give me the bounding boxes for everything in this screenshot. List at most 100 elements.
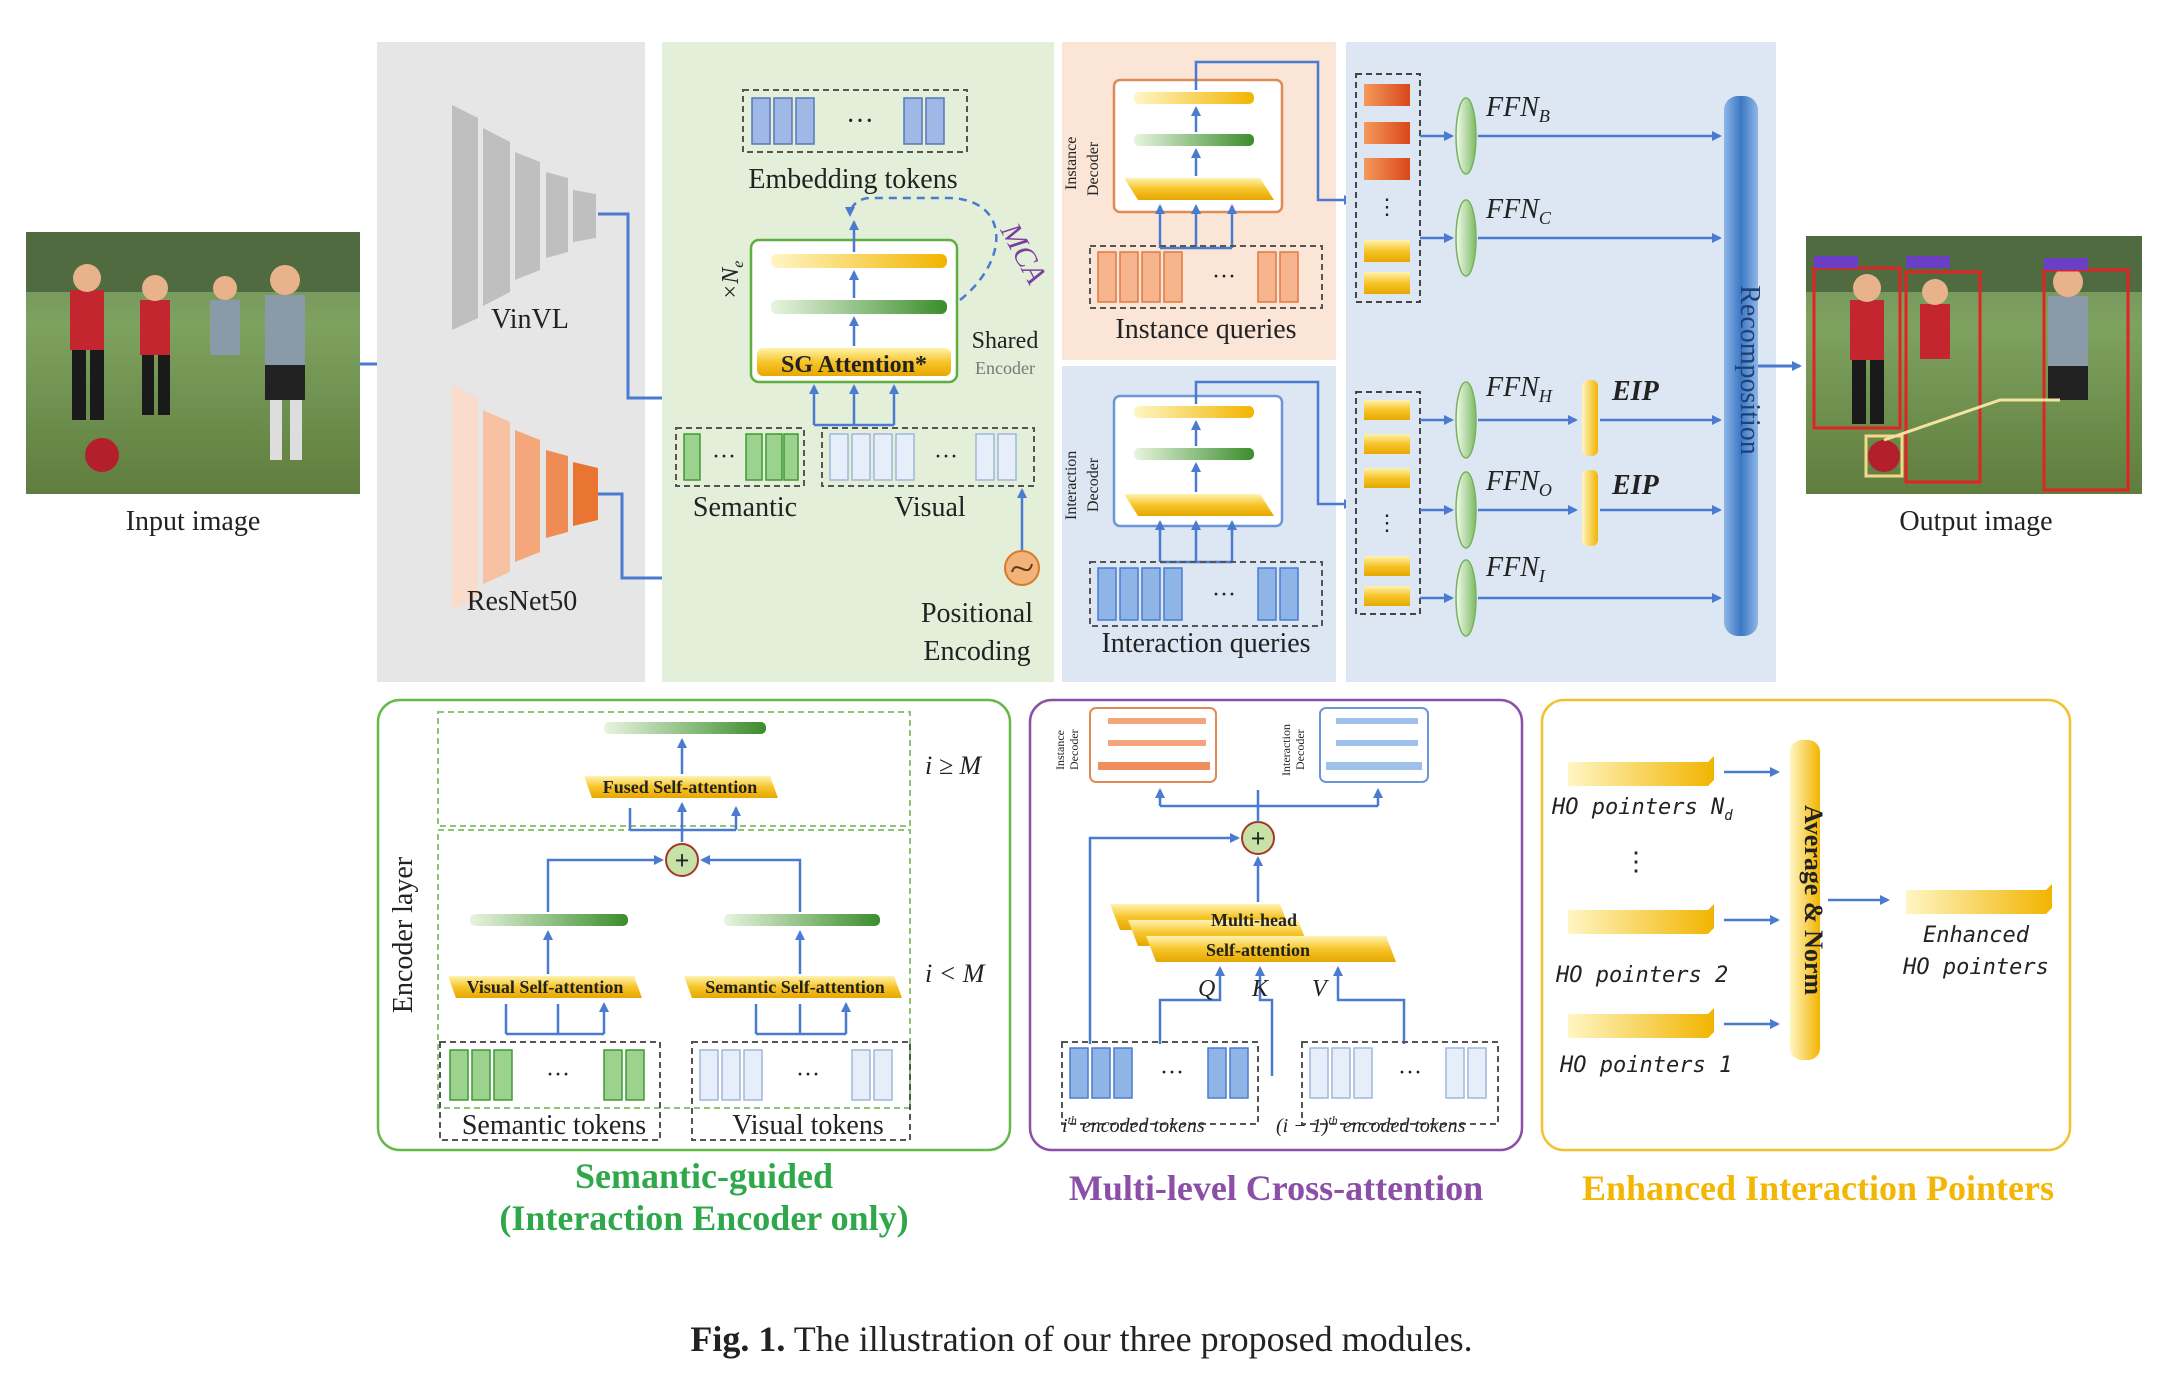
sg-visual-dots: ··· — [796, 1062, 820, 1088]
inst-attn-bar — [1124, 178, 1274, 200]
interaction-decoder-vlabel-1: Interaction — [1063, 451, 1080, 520]
semantic-panel-arrows — [504, 738, 846, 1036]
sg-semantic-tokens-box — [439, 1041, 661, 1141]
mca-interaction-vlabel-1: Interaction — [1279, 724, 1293, 776]
interaction-query-cubes — [1097, 567, 1299, 621]
instance-output-vdots: ⋮ — [1376, 194, 1398, 219]
fused-layer-box — [437, 711, 911, 827]
mca-i-tokens-label: ith encoded tokens — [1062, 1113, 1205, 1137]
sg-semantic-dots: ··· — [546, 1062, 570, 1088]
interaction-queries-label: Interaction queries — [1101, 628, 1310, 659]
eip-bar-o — [1582, 470, 1598, 546]
mca-i-token-cubes — [1069, 1047, 1249, 1099]
cond-lt-label: i < M — [925, 959, 986, 988]
mha-label-1: Multi-head — [1211, 910, 1297, 930]
semantic-guided-title-2: (Interaction Encoder only) — [499, 1198, 908, 1238]
mca-i-dots: ··· — [1160, 1060, 1184, 1086]
visual-token-cubes — [829, 433, 1017, 481]
ho-vdots: ⋮ — [1623, 847, 1649, 876]
interaction-output-box — [1355, 391, 1421, 615]
mca-sum-plus-icon: + — [1251, 824, 1266, 853]
ho-1-label: HO pointers 1 — [1559, 1053, 1732, 1078]
semantic-attn-bar — [684, 976, 902, 998]
visual-dots: ··· — [934, 444, 958, 470]
eip-label-h: EIP — [1611, 376, 1660, 407]
caption-text: The illustration of our three proposed m… — [793, 1319, 1473, 1359]
avg-norm-bar — [1790, 740, 1820, 1060]
interaction-decoder-vlabel-2: Decoder — [1085, 457, 1102, 512]
interaction-output-vdots: ⋮ — [1376, 510, 1398, 535]
inst-decoder-arrows — [1155, 60, 1354, 250]
eip-bar-h — [1582, 380, 1598, 456]
embedding-dots: ··· — [846, 106, 874, 137]
instance-queries-dots: ··· — [1212, 264, 1236, 290]
ffn-h-label: FFNH — [1485, 372, 1553, 406]
ffn-arrows — [1420, 131, 1722, 603]
interaction-queries-box — [1089, 561, 1323, 627]
vinvl-label: VinVL — [491, 304, 569, 335]
mca-prev-dots: ··· — [1398, 1060, 1422, 1086]
sg-attention-label: SG Attention* — [781, 352, 927, 378]
instance-decoder-vlabel-2: Decoder — [1085, 141, 1102, 196]
mca-i-tokens-box — [1061, 1041, 1259, 1125]
inst-green-bar — [1134, 134, 1254, 146]
embedding-tokens-label: Embedding tokens — [748, 164, 957, 195]
instance-queries-label: Instance queries — [1115, 314, 1296, 345]
inter-yellow-bar — [1134, 406, 1254, 418]
sine-wave-icon — [1011, 563, 1033, 573]
inter-attn-bar — [1124, 494, 1274, 516]
shared-sub-label: Encoder — [975, 358, 1035, 378]
sum-plus-icon: + — [675, 846, 690, 875]
embedding-token-cubes — [751, 97, 945, 145]
semantic-label: Semantic — [693, 492, 797, 523]
ffn-o-label: FFNO — [1485, 466, 1552, 500]
caption-fig-label: Fig. 1. — [690, 1319, 786, 1359]
sum-node-icon — [665, 843, 699, 877]
ffn-nodes — [1455, 97, 1477, 637]
inst-yellow-bar — [1134, 92, 1254, 104]
mha-label-2: Self-attention — [1206, 940, 1310, 960]
semantic-dots: ··· — [712, 444, 736, 470]
eip-title: Enhanced Interaction Pointers — [1582, 1168, 2054, 1208]
ho-2-label: HO pointers 2 — [1555, 963, 1728, 988]
embedding-tokens-box — [742, 89, 968, 153]
fused-attn-bar — [584, 776, 778, 798]
encoder-layer-label: Encoder layer — [388, 856, 419, 1013]
input-image — [26, 232, 360, 494]
ho-pointer-cubes — [1568, 756, 1714, 1038]
sg-semantic-tokens-label: Semantic tokens — [462, 1110, 646, 1141]
semantic-token-cubes — [683, 433, 799, 481]
fused-attn-label: Fused Self-attention — [603, 777, 758, 797]
visual-attn-bar — [448, 976, 642, 998]
eip-label-o: EIP — [1611, 470, 1660, 501]
eip-panel-arrows — [1724, 767, 1890, 1029]
output-image — [1806, 236, 2142, 494]
k-label: K — [1251, 976, 1270, 1002]
positional-label-2: Encoding — [923, 636, 1030, 667]
encoder-inner-arrows — [809, 220, 899, 427]
repeat-label: ×Ne — [718, 261, 747, 300]
sg-visual-tokens-label: Visual tokens — [732, 1110, 884, 1141]
instance-queries-box — [1089, 245, 1323, 309]
inter-green-bar — [1134, 448, 1254, 460]
figure-caption: Fig. 1. The illustration of our three pr… — [0, 1318, 2163, 1360]
sg-visual-token-cubes — [699, 1049, 893, 1101]
mca-panel-arrows — [1088, 788, 1406, 1076]
visual-attn-label: Visual Self-attention — [467, 977, 624, 997]
instance-output-cubes — [1364, 84, 1410, 294]
ffn-b-label: FFNB — [1485, 92, 1550, 126]
semantic-green-bar — [724, 914, 880, 926]
visual-tokens-box — [821, 427, 1035, 487]
ho-nd-label: HO pointers Nd — [1551, 795, 1733, 824]
visual-label: Visual — [894, 492, 966, 523]
semantic-tokens-box — [675, 427, 805, 487]
positional-label-1: Positional — [921, 598, 1033, 629]
backbone-panel — [377, 42, 645, 682]
mca-prev-token-cubes — [1309, 1047, 1487, 1099]
mca-loop — [845, 196, 998, 301]
v-label: V — [1312, 976, 1329, 1002]
semantic-guided-panel — [376, 698, 1012, 1152]
mca-prev-tokens-box — [1301, 1041, 1499, 1125]
shared-label: Shared — [972, 328, 1039, 354]
mha-layer-3 — [1146, 936, 1396, 962]
